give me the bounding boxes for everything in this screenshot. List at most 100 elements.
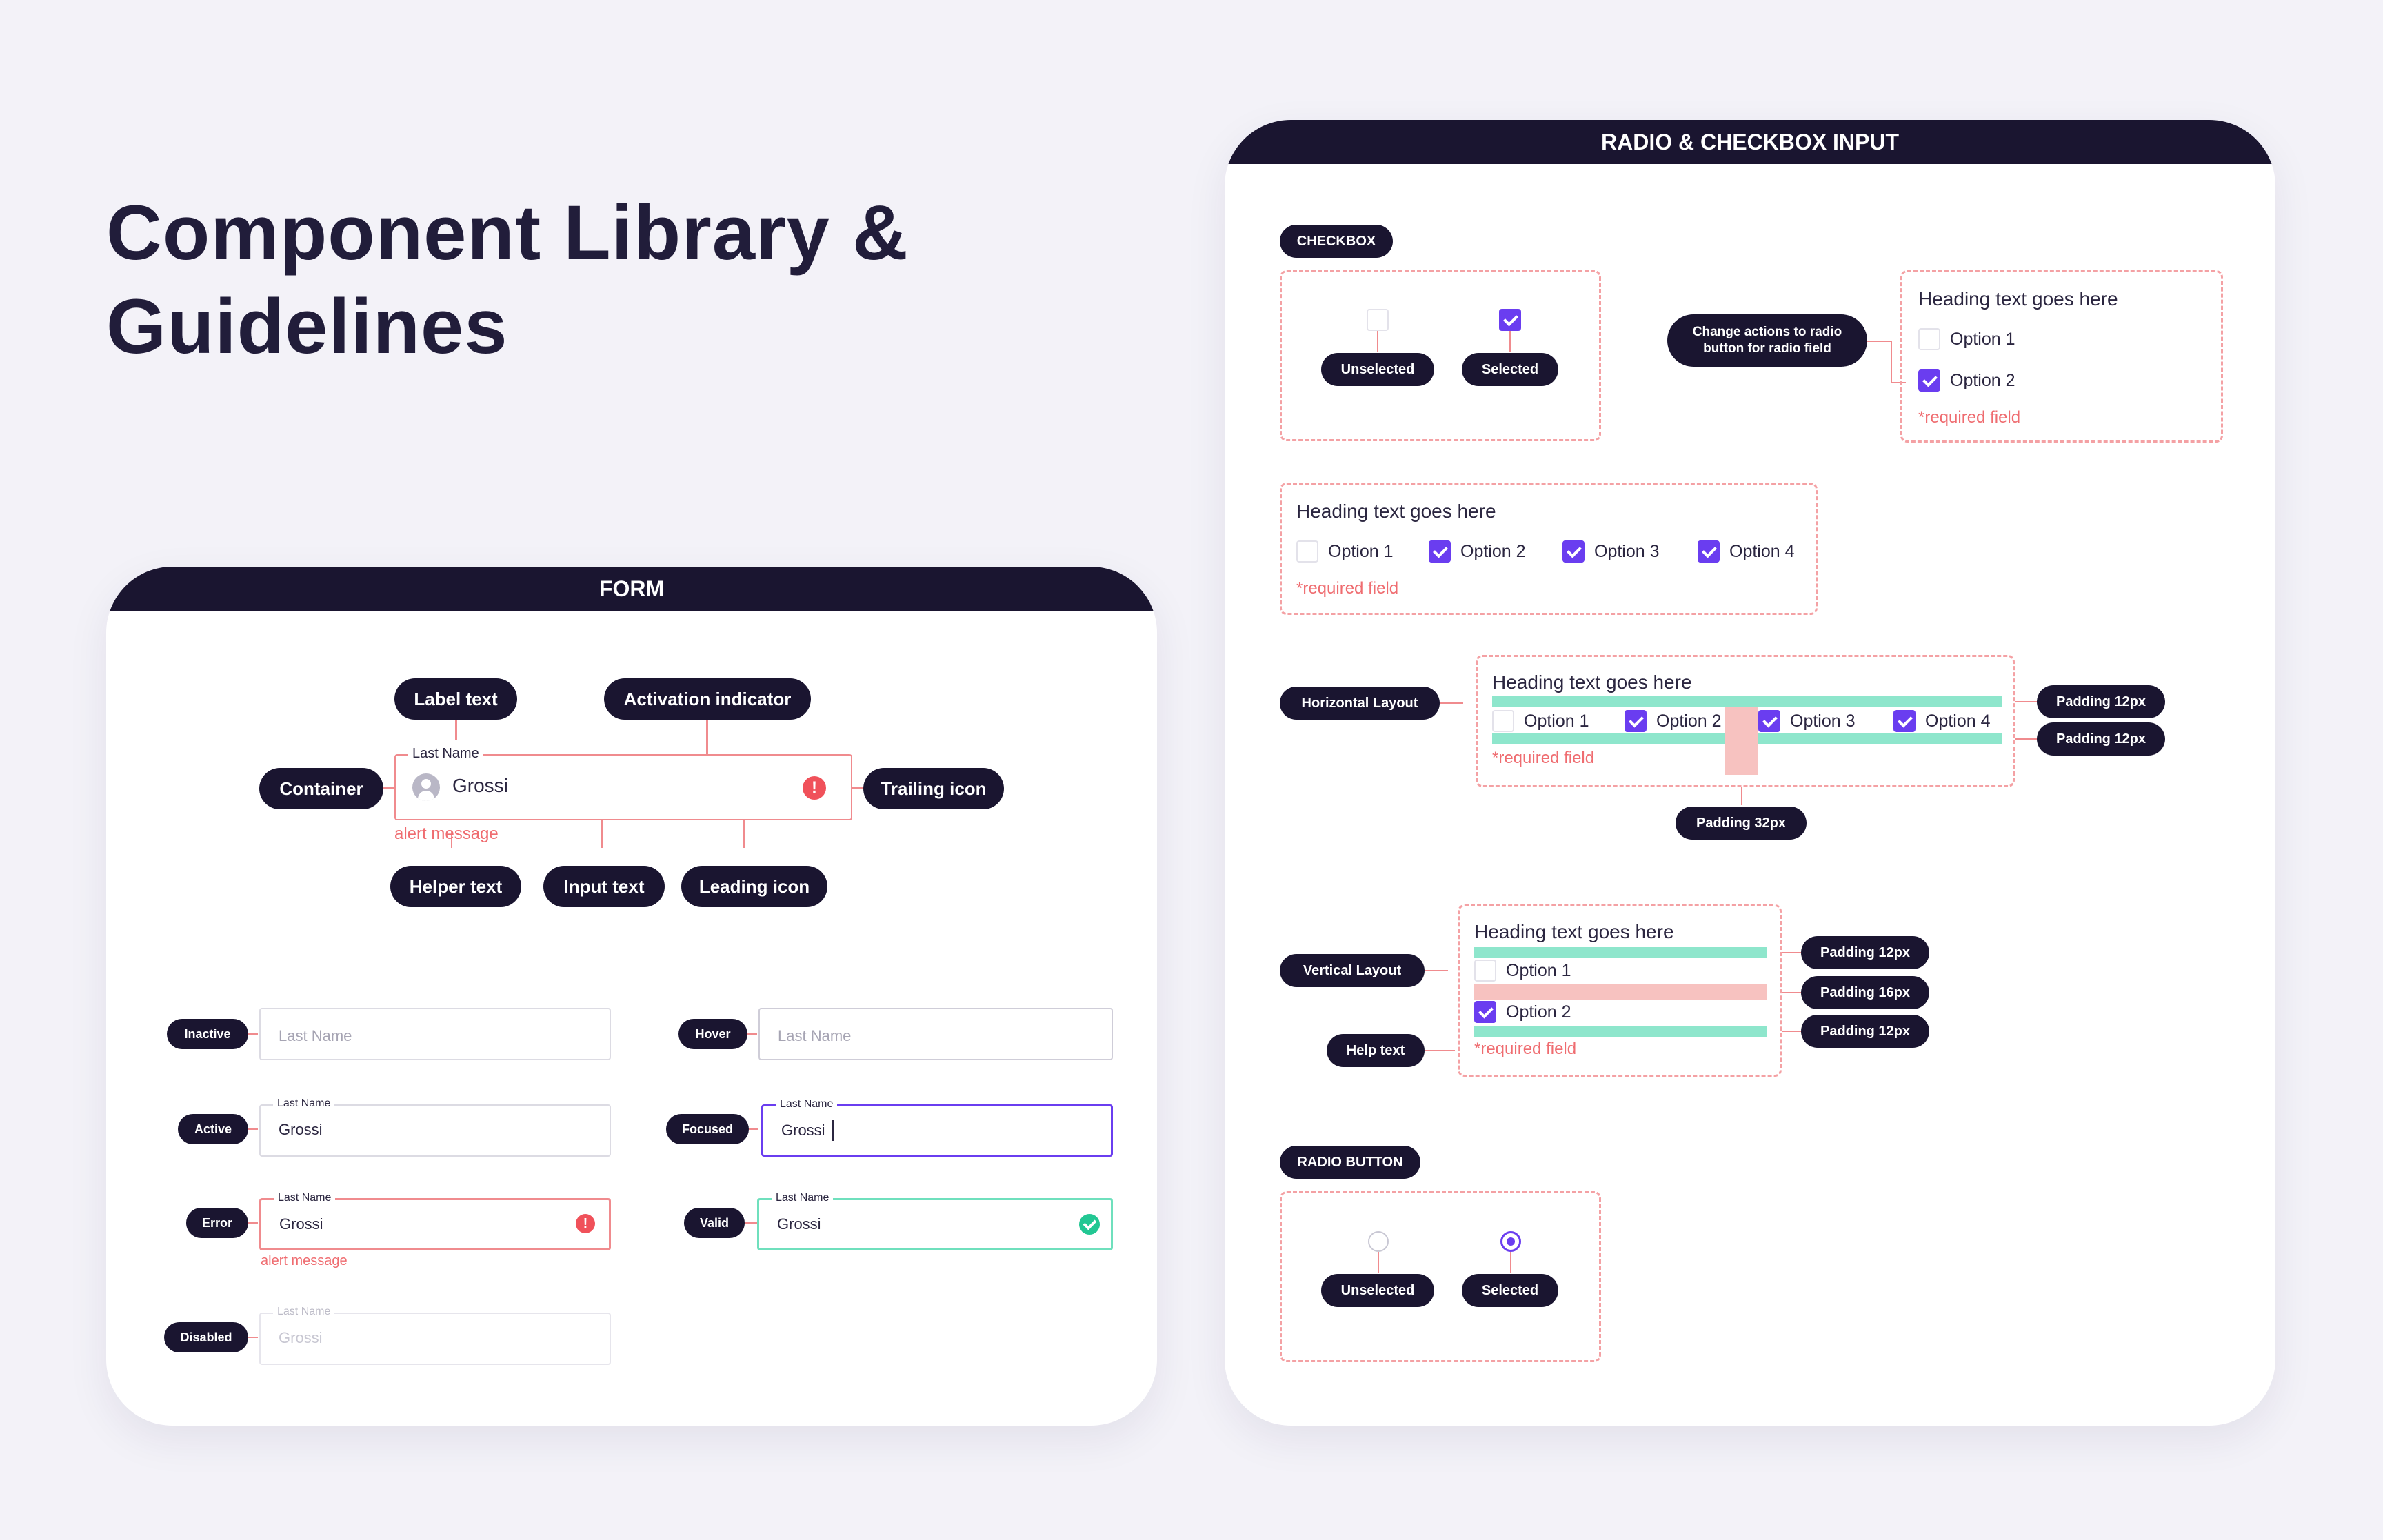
- form-card-header: FORM: [106, 567, 1157, 611]
- option-label: Option 2: [1950, 371, 2015, 390]
- change-note: Change actions to radio button for radio…: [1667, 314, 1867, 367]
- group-heading: Heading text goes here: [1296, 500, 1496, 522]
- tag-helper-text: Helper text: [390, 866, 521, 907]
- padding-band-gap: [1725, 707, 1758, 775]
- checkbox-option-1[interactable]: [1492, 710, 1514, 732]
- checkbox-option-1[interactable]: [1296, 540, 1318, 563]
- error-icon: !: [803, 776, 826, 800]
- tag-active: Active: [178, 1114, 248, 1144]
- option-label: Option 1: [1506, 961, 1571, 980]
- change-note-line-1: Change actions to radio: [1692, 325, 1842, 339]
- title-line-1: Component Library &: [106, 190, 909, 276]
- group-heading: Heading text goes here: [1492, 671, 1692, 693]
- page-title: Component Library & Guidelines: [106, 186, 909, 374]
- error-value: Grossi: [279, 1215, 323, 1233]
- required-text: *required field: [1296, 579, 1399, 598]
- option-label: Option 2: [1460, 542, 1526, 561]
- error-alert: alert message: [261, 1253, 348, 1268]
- radio-unselected[interactable]: [1368, 1231, 1389, 1252]
- option-label: Option 3: [1594, 542, 1660, 561]
- required-text: *required field: [1474, 1040, 1577, 1058]
- anatomy-field[interactable]: Last Name Grossi !: [394, 746, 852, 820]
- tag-padding-16: Padding 16px: [1801, 976, 1929, 1009]
- group-heading: Heading text goes here: [1918, 288, 2118, 310]
- tag-label-text: Label text: [394, 678, 517, 720]
- tag-padding-32: Padding 32px: [1676, 807, 1807, 840]
- inactive-field[interactable]: Last Name: [259, 1008, 611, 1060]
- active-value: Grossi: [279, 1121, 323, 1138]
- anatomy-field-label: Last Name: [408, 746, 483, 762]
- tag-input-text: Input text: [543, 866, 665, 907]
- tag-container: Container: [259, 768, 383, 809]
- tag-padding-12: Padding 12px: [2037, 722, 2165, 756]
- change-note-line-2: button for radio field: [1703, 341, 1831, 356]
- form-card: FORM Last Name Grossi ! alert message La…: [106, 567, 1157, 1426]
- tag-unselected: Unselected: [1321, 1274, 1434, 1307]
- valid-label: Last Name: [772, 1192, 834, 1204]
- tag-padding-12: Padding 12px: [1801, 936, 1929, 969]
- checkbox-option-2[interactable]: [1918, 369, 1940, 392]
- focused-field[interactable]: Last Name Grossi: [761, 1098, 1113, 1157]
- valid-value: Grossi: [777, 1215, 821, 1233]
- required-text: *required field: [1918, 408, 2021, 427]
- tag-valid: Valid: [684, 1208, 745, 1238]
- checkbox-option-4[interactable]: [1698, 540, 1720, 563]
- error-icon: !: [576, 1214, 595, 1233]
- padding-band-bottom: [1474, 1026, 1767, 1037]
- tag-leading-icon: Leading icon: [681, 866, 827, 907]
- checkbox-option-1[interactable]: [1474, 960, 1496, 982]
- anatomy-alert: alert message: [394, 824, 499, 843]
- hover-field[interactable]: Last Name: [758, 1008, 1113, 1060]
- radio-checkbox-header: RADIO & CHECKBOX INPUT: [1225, 120, 2275, 164]
- tag-help-text: Help text: [1327, 1034, 1425, 1067]
- radio-selected[interactable]: [1500, 1231, 1521, 1252]
- checkbox-option-2[interactable]: [1429, 540, 1451, 563]
- vertical-layout-box: [1458, 904, 1782, 1077]
- text-cursor: [832, 1120, 834, 1141]
- focused-label: Last Name: [776, 1098, 838, 1111]
- option-label: Option 1: [1524, 711, 1589, 731]
- group-heading: Heading text goes here: [1474, 921, 1674, 942]
- disabled-field: Last Name Grossi: [259, 1306, 611, 1365]
- tag-padding-12: Padding 12px: [1801, 1015, 1929, 1048]
- checkbox-option-1[interactable]: [1918, 328, 1940, 350]
- checkbox-option-2[interactable]: [1625, 710, 1647, 732]
- tag-disabled: Disabled: [164, 1322, 248, 1352]
- required-text: *required field: [1492, 749, 1595, 767]
- active-label: Last Name: [273, 1097, 335, 1110]
- tag-horizontal-layout: Horizontal Layout: [1280, 687, 1440, 720]
- inactive-placeholder: Last Name: [279, 1027, 352, 1044]
- error-label: Last Name: [274, 1192, 336, 1204]
- tag-selected: Selected: [1462, 1274, 1558, 1307]
- checkbox-group-horizontal: [1280, 483, 1818, 615]
- disabled-value: Grossi: [279, 1329, 323, 1346]
- checkbox-option-4[interactable]: [1893, 710, 1916, 732]
- tag-radio-button: RADIO BUTTON: [1280, 1146, 1420, 1179]
- check-circle-icon: [1079, 1214, 1100, 1235]
- checkbox-option-3[interactable]: [1758, 710, 1780, 732]
- tag-padding-12: Padding 12px: [2037, 685, 2165, 718]
- radio-checkbox-card: RADIO & CHECKBOX INPUT CHECKBOX Unselect…: [1225, 120, 2275, 1426]
- checkbox-option-2[interactable]: [1474, 1001, 1496, 1023]
- checkbox-option-3[interactable]: [1562, 540, 1585, 563]
- option-label: Option 4: [1729, 542, 1795, 561]
- avatar-icon: [412, 773, 440, 801]
- tag-unselected: Unselected: [1321, 353, 1434, 386]
- tag-activation-indicator: Activation indicator: [604, 678, 811, 720]
- checkbox-unselected[interactable]: [1367, 309, 1389, 331]
- tag-vertical-layout: Vertical Layout: [1280, 954, 1425, 987]
- active-field[interactable]: Last Name Grossi: [259, 1097, 611, 1157]
- checkbox-selected[interactable]: [1499, 309, 1521, 331]
- radio-group-example: [1900, 270, 2223, 443]
- tag-inactive: Inactive: [167, 1019, 248, 1049]
- padding-band-middle: [1474, 984, 1767, 1000]
- hover-placeholder: Last Name: [778, 1027, 852, 1044]
- tag-hover: Hover: [678, 1019, 747, 1049]
- valid-field[interactable]: Last Name Grossi: [757, 1192, 1113, 1250]
- radio-states-box: [1280, 1191, 1601, 1362]
- error-field[interactable]: Last Name Grossi !: [259, 1192, 611, 1250]
- tag-selected: Selected: [1462, 353, 1558, 386]
- tag-focused: Focused: [666, 1114, 749, 1144]
- option-label: Option 3: [1790, 711, 1856, 731]
- checkbox-states-box: [1280, 270, 1601, 441]
